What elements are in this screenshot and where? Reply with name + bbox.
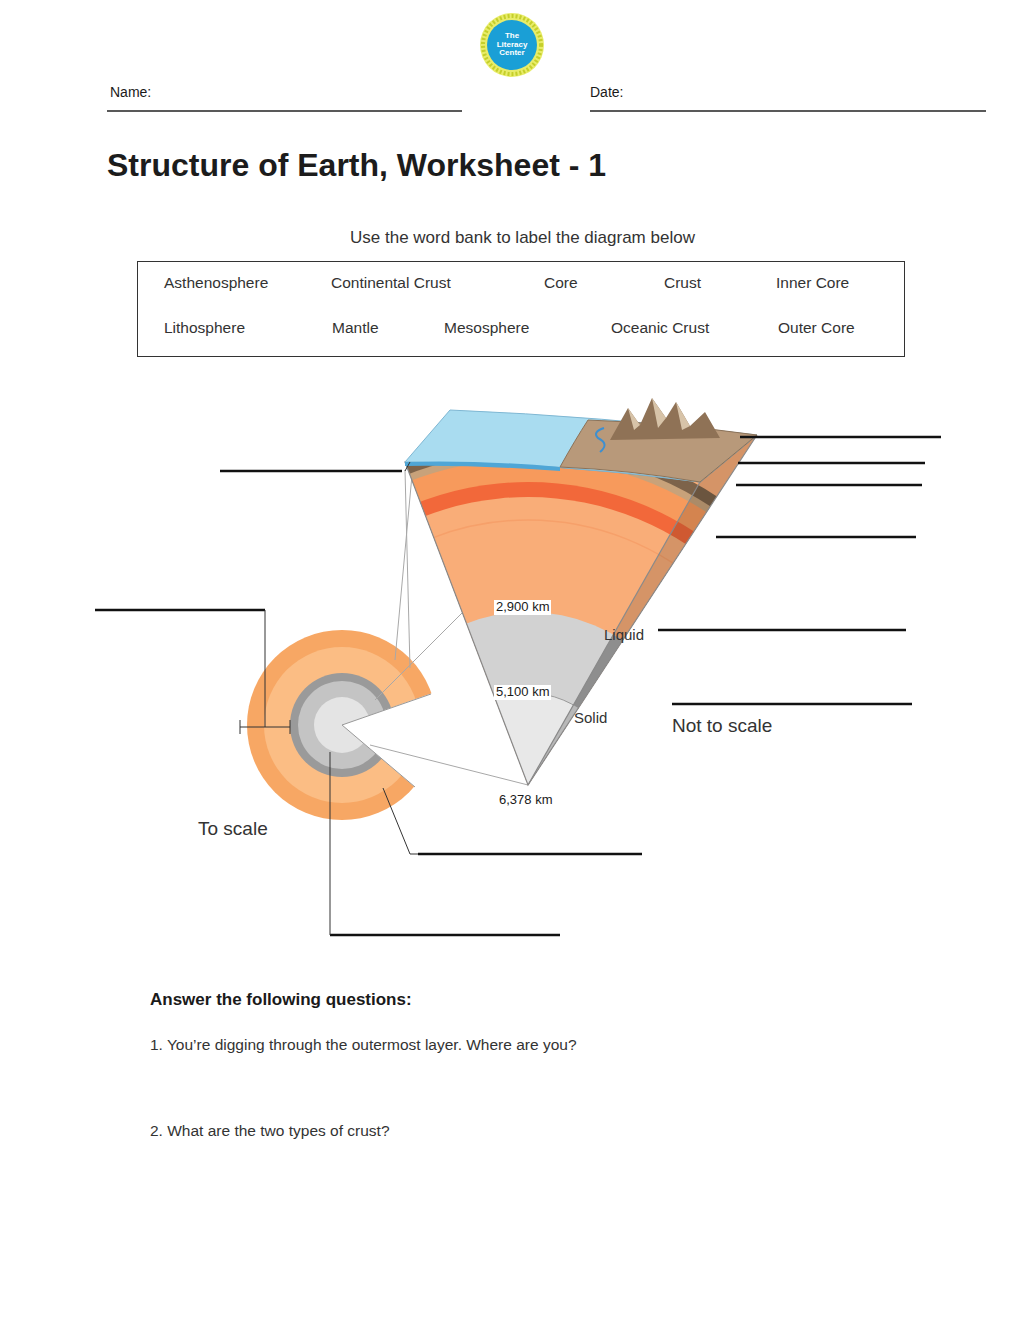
word-bank-term: Mantle xyxy=(332,319,379,337)
depth-label: 2,900 km xyxy=(494,600,551,615)
ocean-edge xyxy=(405,462,560,471)
date-line xyxy=(590,110,986,112)
word-bank-term: Continental Crust xyxy=(331,274,451,292)
leader-lines xyxy=(240,462,418,935)
section-heading: Answer the following questions: xyxy=(150,990,412,1010)
word-bank-term: Crust xyxy=(664,274,701,292)
word-bank-term: Asthenosphere xyxy=(164,274,268,292)
question: 1. You’re digging through the outermost … xyxy=(150,1036,577,1054)
state-label: Solid xyxy=(574,709,607,726)
wedge-edge xyxy=(528,482,700,785)
earth-wedge xyxy=(183,400,873,1130)
logo-text: The Literacy Center xyxy=(493,32,531,57)
scale-note: To scale xyxy=(198,818,268,840)
answer-lines xyxy=(95,437,941,935)
word-bank-term: Outer Core xyxy=(778,319,855,337)
to-scale-disk xyxy=(247,630,448,820)
worksheet-title: Structure of Earth, Worksheet - 1 xyxy=(107,147,606,184)
scale-note: Not to scale xyxy=(672,715,772,737)
mountains xyxy=(596,398,720,452)
state-label: Liquid xyxy=(604,626,644,643)
name-label: Name: xyxy=(110,84,151,100)
logo-ring xyxy=(480,13,544,77)
word-bank-term: Oceanic Crust xyxy=(611,319,709,337)
word-bank-box: Use the word bank to label the diagram b… xyxy=(137,261,905,357)
question: 2. What are the two types of crust? xyxy=(150,1122,390,1140)
word-bank-term: Lithosphere xyxy=(164,319,245,337)
wedge-side-face xyxy=(355,400,800,958)
depth-label: 6,378 km xyxy=(499,793,552,808)
word-bank-term: Inner Core xyxy=(776,274,849,292)
word-bank-term: Mesosphere xyxy=(444,319,529,337)
logo-badge: The Literacy Center xyxy=(487,20,537,70)
word-bank-term: Core xyxy=(544,274,578,292)
date-label: Date: xyxy=(590,84,623,100)
word-bank-heading: Use the word bank to label the diagram b… xyxy=(350,228,695,248)
name-line xyxy=(107,110,462,112)
depth-label: 5,100 km xyxy=(494,685,551,700)
